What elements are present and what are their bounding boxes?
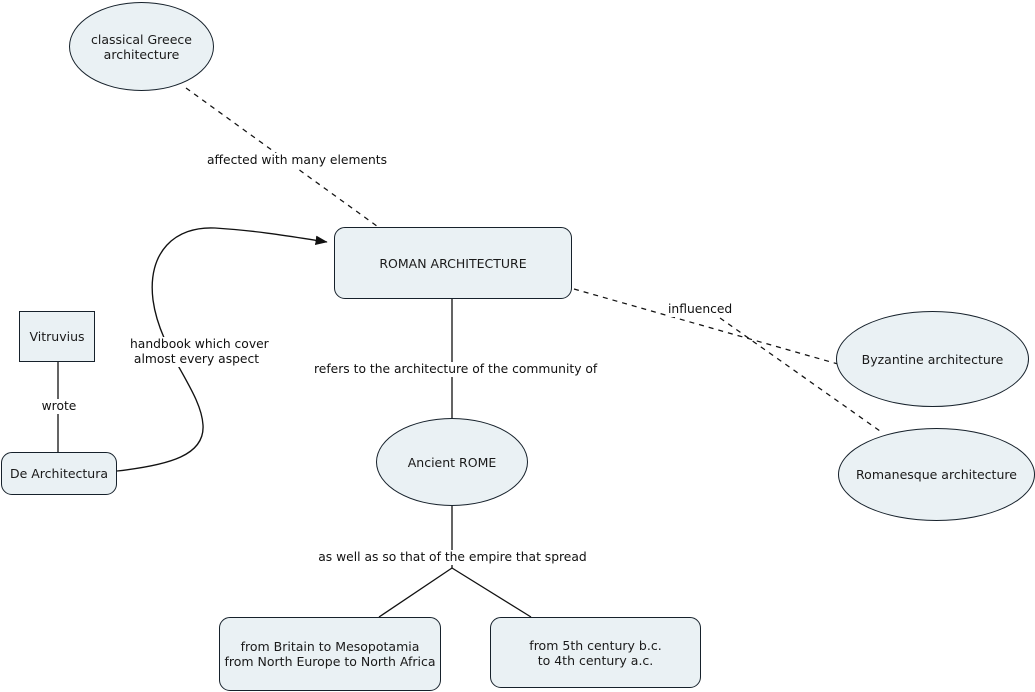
edge-label-affected-with-many-elements: affected with many elements	[205, 153, 388, 168]
node-label: from Britain to Mesopotamia from North E…	[224, 639, 436, 669]
node-label: Byzantine architecture	[861, 351, 1004, 367]
node-label: ROMAN ARCHITECTURE	[379, 255, 527, 271]
node-empire-period[interactable]: from 5th century b.c. to 4th century a.c…	[490, 617, 701, 688]
node-byzantine-architecture[interactable]: Byzantine architecture	[836, 311, 1029, 407]
edge-rome-to-period	[451, 567, 532, 618]
node-label: De Architectura	[9, 466, 109, 481]
edge-label-wrote: wrote	[38, 399, 80, 414]
node-vitruvius[interactable]: Vitruvius	[19, 311, 95, 362]
node-roman-architecture[interactable]: ROMAN ARCHITECTURE	[334, 227, 572, 299]
edge-label-handbook-which-cover: handbook which cover almost every aspect	[128, 337, 269, 367]
node-label: from 5th century b.c. to 4th century a.c…	[529, 637, 662, 668]
edge-roman-to-romanesque	[719, 317, 881, 432]
node-classical-greece[interactable]: classical Greece architecture	[69, 2, 214, 91]
edge-rome-to-extent	[378, 567, 453, 618]
node-label: classical Greece architecture	[91, 31, 192, 62]
edge-label-influenced: influenced	[666, 302, 734, 317]
node-romanesque-architecture[interactable]: Romanesque architecture	[838, 428, 1035, 521]
edge-dearchitectura-to-roman	[116, 227, 328, 472]
edge-label-as-well-as-empire-spread: as well as so that of the empire that sp…	[316, 550, 589, 565]
node-de-architectura[interactable]: De Architectura	[1, 452, 117, 495]
node-ancient-rome[interactable]: Ancient ROME	[376, 418, 528, 506]
node-empire-extent[interactable]: from Britain to Mesopotamia from North E…	[219, 617, 441, 691]
edge-roman-to-byzantine	[573, 288, 846, 367]
node-label: Vitruvius	[29, 329, 85, 344]
edge-label-refers-to-community: refers to the architecture of the commun…	[312, 362, 598, 377]
node-label: Ancient ROME	[407, 454, 497, 470]
node-label: Romanesque architecture	[856, 467, 1017, 482]
